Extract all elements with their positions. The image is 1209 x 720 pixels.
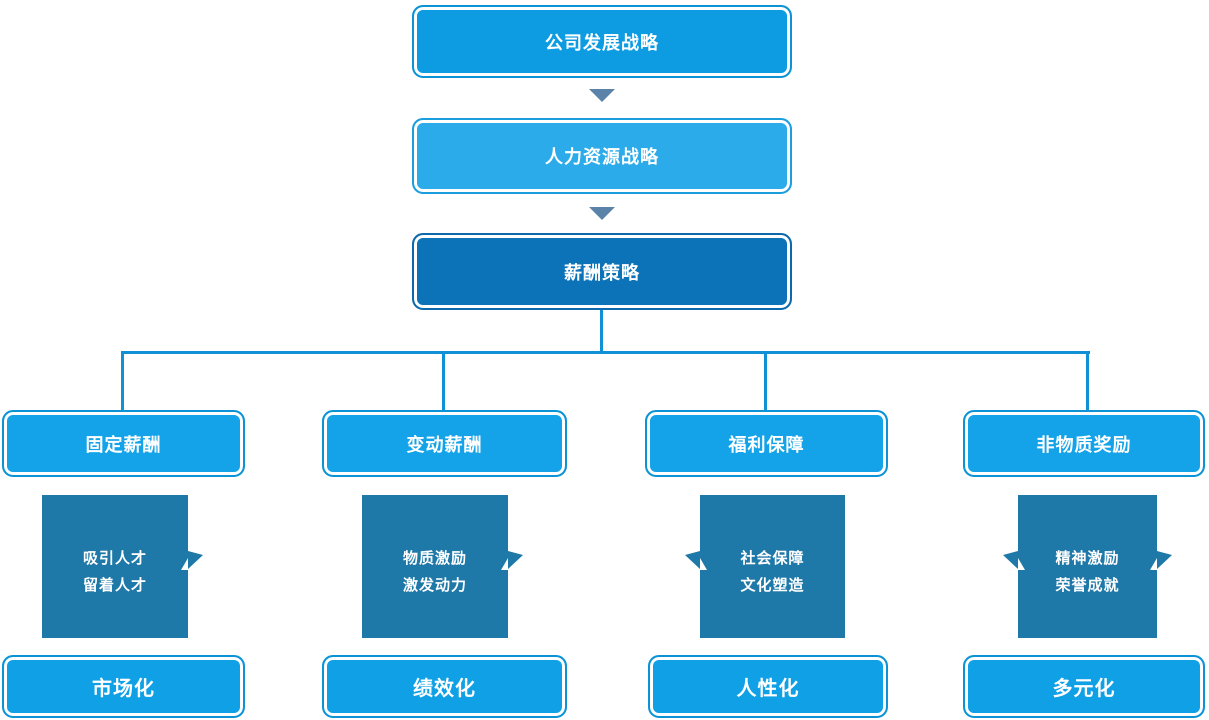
node-nonmaterial-rewards-label: 非物质奖励: [1036, 434, 1132, 455]
node-diversification-label: 多元化: [1052, 678, 1116, 700]
node-marketization-label: 市场化: [92, 678, 155, 700]
node-humanization: 人性化: [648, 655, 888, 718]
fold-arrow-right-icon: [1149, 551, 1173, 571]
connector-drop: [442, 353, 445, 411]
node-fixed-pay: 固定薪酬: [2, 410, 245, 477]
node-hr-strategy-label: 人力资源战略: [545, 147, 659, 167]
node-nonmaterial-rewards: 非物质奖励: [963, 410, 1205, 477]
body-benefits-line2: 文化塑造: [740, 576, 805, 594]
node-company-development-strategy-label: 公司发展战略: [545, 32, 659, 53]
node-variable-pay: 变动薪酬: [322, 410, 567, 477]
node-diversification: 多元化: [963, 655, 1205, 718]
body-fixed-pay-line1: 吸引人才: [82, 549, 147, 567]
node-performance-based-label: 绩效化: [413, 678, 476, 700]
body-variable-pay-line2: 激发动力: [402, 576, 467, 594]
down-arrow-icon: [589, 207, 615, 220]
node-humanization-label: 人性化: [736, 678, 800, 700]
down-arrow-icon: [589, 89, 615, 102]
node-compensation-strategy: 薪酬策略: [412, 233, 792, 310]
node-benefits: 福利保障: [645, 410, 888, 477]
node-company-development-strategy: 公司发展战略: [412, 5, 792, 78]
node-hr-strategy: 人力资源战略: [412, 118, 792, 194]
body-benefits-line1: 社会保障: [740, 549, 805, 567]
node-variable-pay-label: 变动薪酬: [406, 434, 483, 455]
fold-arrow-right-icon: [500, 551, 524, 571]
connector-drop: [121, 353, 124, 411]
body-fixed-pay-line2: 留着人才: [82, 576, 147, 594]
node-fixed-pay-label: 固定薪酬: [85, 434, 162, 455]
fold-arrow-left-icon: [1002, 551, 1026, 571]
fold-arrow-right-icon: [180, 551, 204, 571]
body-variable-pay: 物质激励 激发动力: [362, 495, 523, 638]
node-marketization: 市场化: [2, 655, 245, 718]
node-performance-based: 绩效化: [322, 655, 567, 718]
connector-trunk: [600, 310, 603, 352]
body-nonmaterial-rewards-line2: 荣誉成就: [1055, 576, 1120, 594]
fold-arrow-left-icon: [684, 551, 708, 571]
connector-horizontal: [121, 351, 1090, 354]
connector-drop: [764, 353, 767, 411]
body-benefits: 社会保障 文化塑造: [685, 495, 845, 638]
body-variable-pay-line1: 物质激励: [402, 549, 467, 567]
node-compensation-strategy-label: 薪酬策略: [564, 262, 640, 283]
body-nonmaterial-rewards: 精神激励 荣誉成就: [1003, 495, 1172, 638]
node-benefits-label: 福利保障: [728, 434, 805, 455]
connector-drop: [1086, 353, 1089, 411]
body-nonmaterial-rewards-line1: 精神激励: [1055, 549, 1120, 567]
body-fixed-pay: 吸引人才 留着人才: [42, 495, 203, 638]
